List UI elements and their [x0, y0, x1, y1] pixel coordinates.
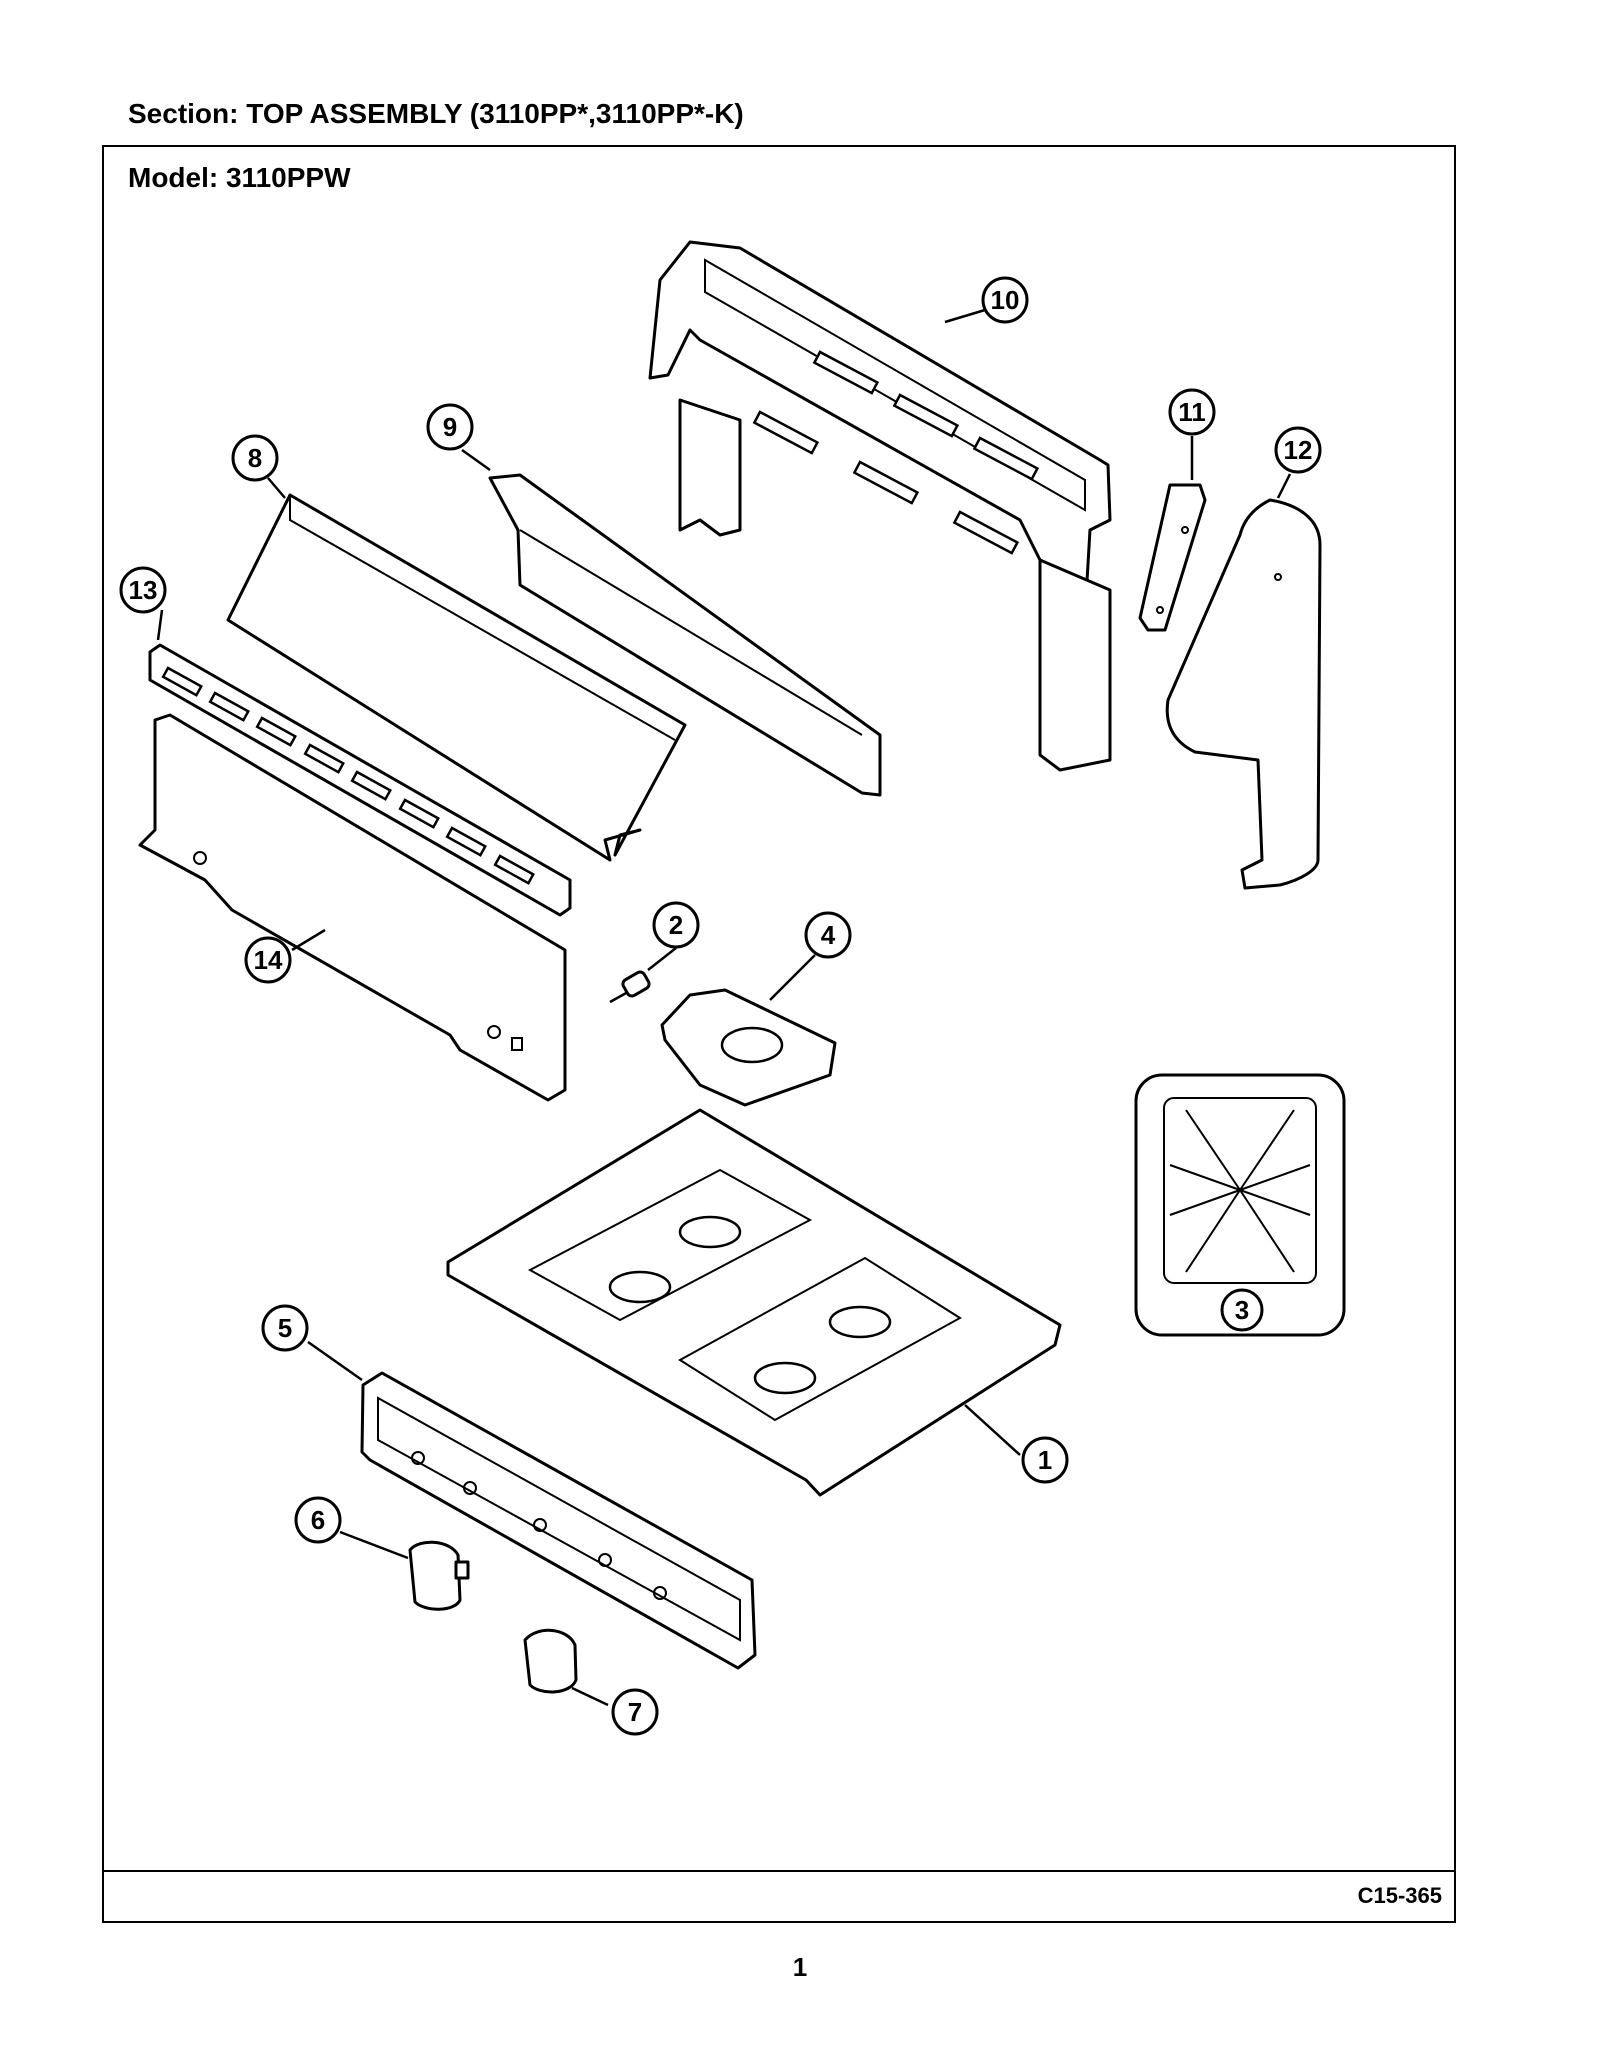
part-rear-panel	[648, 240, 1112, 772]
svg-text:9: 9	[443, 412, 457, 442]
callout-6: 6	[294, 1496, 342, 1544]
footer-divider	[102, 1870, 1456, 1872]
svg-text:3: 3	[1235, 1295, 1249, 1325]
part-control-knob-alt	[523, 1628, 578, 1694]
part-control-knob	[408, 1540, 470, 1611]
svg-text:14: 14	[254, 945, 283, 975]
part-lower-backguard	[138, 713, 567, 1102]
svg-text:8: 8	[248, 443, 262, 473]
page-number: 1	[792, 1952, 808, 1982]
callout-leaders	[156, 308, 1292, 1707]
svg-text:13: 13	[129, 575, 158, 605]
model-title: Model: 3110PPW	[128, 162, 351, 193]
callout-10: 10	[981, 276, 1029, 324]
part-maintop	[446, 1108, 1062, 1497]
svg-text:7: 7	[628, 1697, 642, 1727]
callout-7: 7	[611, 1688, 659, 1736]
callout-12: 12	[1274, 426, 1322, 474]
part-control-panel	[360, 1371, 757, 1670]
part-side-trim-strip	[1138, 483, 1207, 632]
part-backguard-cover	[226, 493, 687, 862]
svg-text:4: 4	[821, 920, 836, 950]
diagram-code: C15-365	[1357, 1883, 1442, 1908]
svg-text:2: 2	[669, 910, 683, 940]
callout-8: 8	[231, 434, 279, 482]
callout-13: 13	[119, 566, 167, 614]
svg-text:6: 6	[311, 1505, 325, 1535]
part-rear-trim	[488, 473, 882, 797]
svg-text:11: 11	[1178, 397, 1206, 427]
section-title: Section: TOP ASSEMBLY (3110PP*,3110PP*-K…	[128, 98, 744, 129]
svg-text:5: 5	[278, 1313, 292, 1343]
callout-11: 11	[1168, 388, 1216, 436]
part-side-panel	[1165, 498, 1322, 890]
svg-text:10: 10	[991, 285, 1020, 315]
svg-text:12: 12	[1284, 435, 1313, 465]
diagram-frame	[102, 145, 1456, 1923]
part-burner-grate	[1134, 1073, 1346, 1337]
callout-9: 9	[426, 403, 474, 451]
callout-3: 3	[1220, 1288, 1264, 1332]
callout-14: 14	[244, 936, 292, 984]
part-console-strip	[148, 643, 572, 917]
svg-text:1: 1	[1038, 1445, 1052, 1475]
part-burner-gasket	[660, 988, 837, 1107]
callout-2: 2	[652, 901, 700, 949]
callout-1: 1	[1021, 1436, 1069, 1484]
callout-5: 5	[261, 1304, 309, 1352]
part-igniter	[609, 970, 651, 1004]
callout-4: 4	[804, 911, 852, 959]
